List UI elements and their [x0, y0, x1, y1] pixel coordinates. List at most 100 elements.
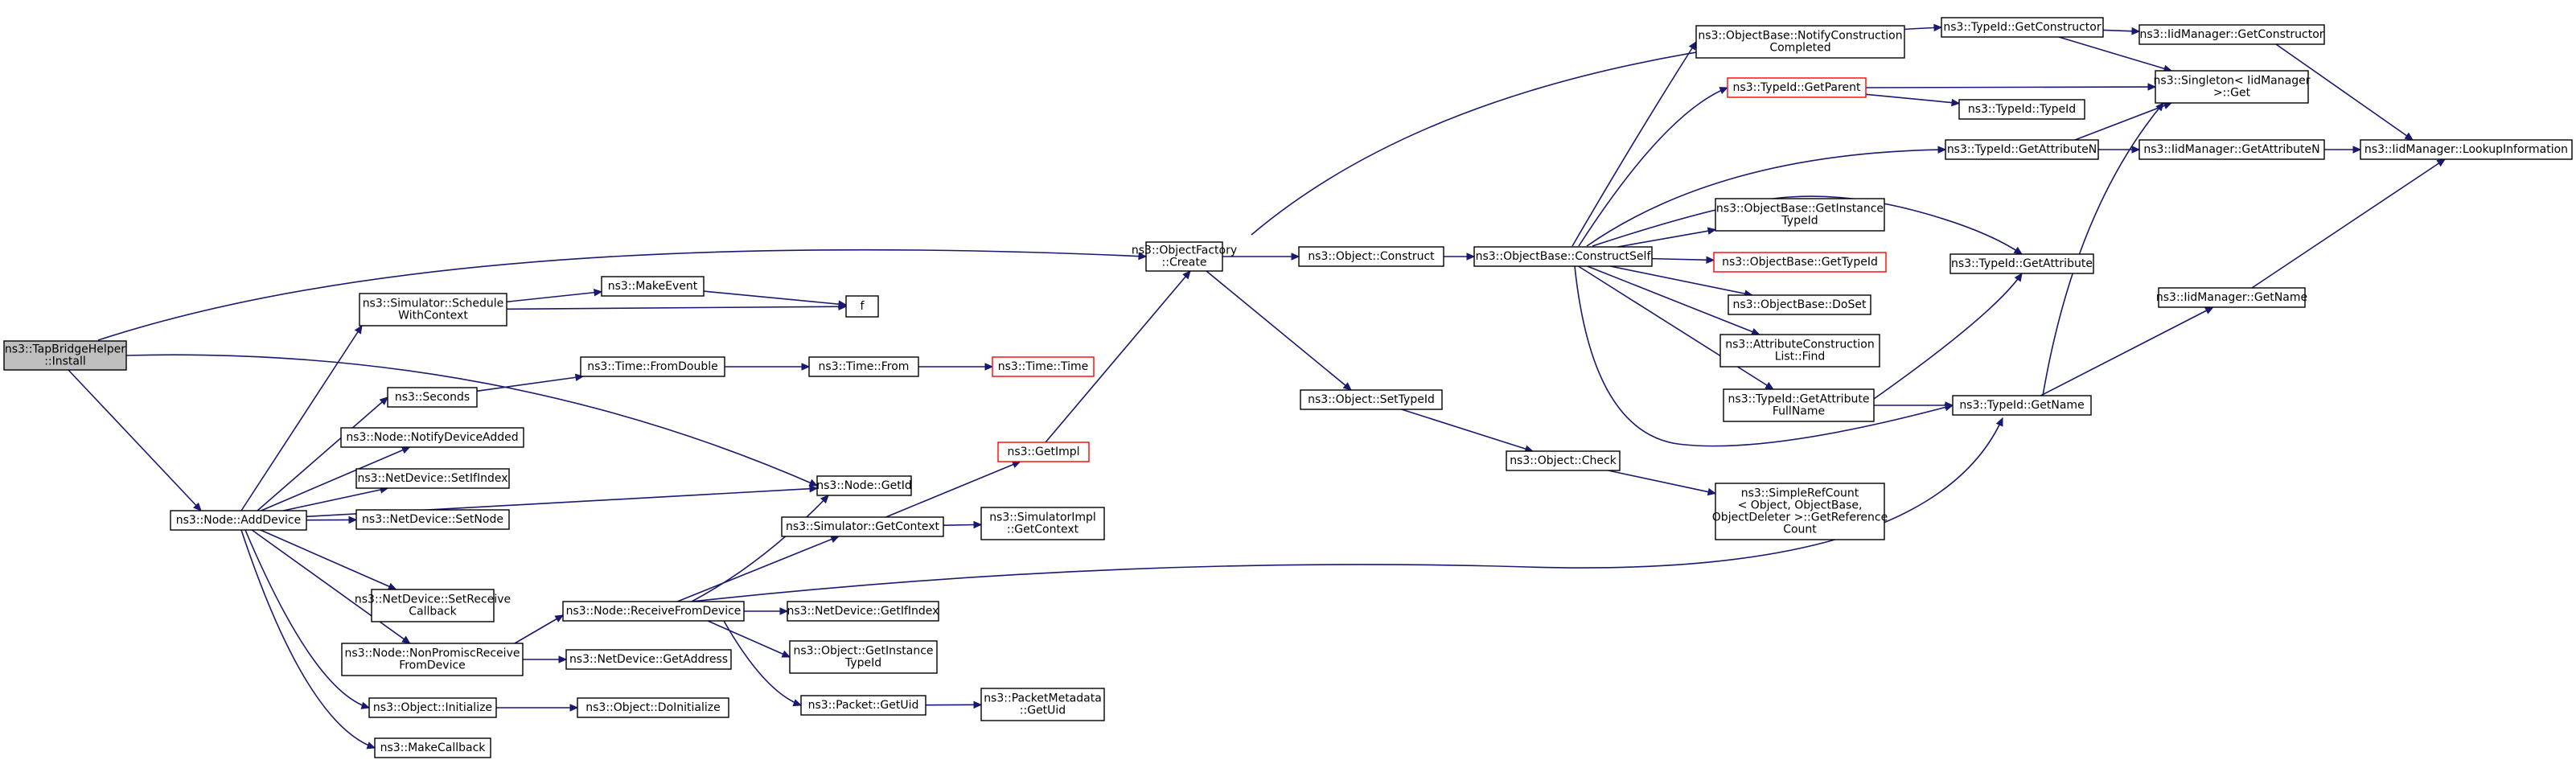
node-box — [1695, 25, 1905, 59]
node-pktuid[interactable]: ns3::Packet::GetUid — [800, 695, 926, 716]
node-lookup[interactable]: ns3::IidManager::LookupInformation — [2360, 139, 2573, 160]
node-box — [170, 510, 307, 531]
edge-nonpromisc-to-getaddress — [523, 655, 568, 663]
node-box — [341, 643, 524, 676]
node-box — [371, 589, 495, 622]
node-notifyconst[interactable]: ns3::ObjectBase::NotifyConstructionCompl… — [1695, 25, 1905, 59]
node-constructself[interactable]: ns3::ObjectBase::ConstructSelf — [1473, 246, 1653, 267]
edge-constructself-to-notifyconst — [1571, 40, 1697, 247]
edge-line — [1045, 270, 1191, 443]
node-label: TypeId — [1781, 215, 1818, 228]
edge-line — [1610, 265, 1752, 296]
arrowhead-icon — [2131, 27, 2141, 35]
node-getaddress[interactable]: ns3::NetDevice::GetAddress — [565, 649, 732, 670]
node-iidgetctor[interactable]: ns3::IidManager::GetConstructor — [2138, 24, 2325, 45]
edge-iidgetattrn-to-lookup — [2324, 146, 2362, 154]
node-label: ns3::Node::AddDevice — [176, 514, 301, 527]
node-notifydev[interactable]: ns3::Node::NotifyDeviceAdded — [340, 427, 524, 448]
function-nodes: ns3::TapBridgeHelper::Installns3::Object… — [3, 17, 2573, 758]
node-doset[interactable]: ns3::ObjectBase::DoSet — [1728, 294, 1871, 315]
node-getattrn[interactable]: ns3::TypeId::GetAttributeN — [1945, 139, 2099, 160]
node-box — [1949, 253, 2094, 274]
node-box — [1727, 77, 1867, 98]
node-label: f — [861, 300, 865, 313]
node-getattr[interactable]: ns3::TypeId::GetAttribute — [1949, 253, 2094, 274]
node-box — [355, 509, 510, 530]
edge-line — [1865, 93, 1960, 105]
edge-getattrn-to-iidgetattrn — [2098, 146, 2141, 154]
node-adddevice[interactable]: ns3::Node::AddDevice — [170, 510, 307, 531]
node-refcount[interactable]: ns3::SimpleRefCount< Object, ObjectBase,… — [1712, 483, 1888, 540]
arrowhead-icon — [2147, 83, 2157, 91]
edge-constructself-to-getattr — [1592, 195, 2023, 255]
node-doinit[interactable]: ns3::Object::DoInitialize — [577, 697, 729, 718]
node-getconstructor[interactable]: ns3::TypeId::GetConstructor — [1941, 17, 2104, 38]
node-nodegetid[interactable]: ns3::Node::GetId — [816, 475, 912, 496]
edge-constructself-to-getattrn — [1586, 146, 1947, 247]
node-getname[interactable]: ns3::TypeId::GetName — [1952, 395, 2092, 416]
node-pmuid[interactable]: ns3::PacketMetadata::GetUid — [980, 688, 1105, 721]
arrowhead-icon — [1707, 487, 1717, 496]
node-box — [1728, 294, 1871, 315]
node-f[interactable]: f — [845, 295, 879, 318]
node-recvfromdev[interactable]: ns3::Node::ReceiveFromDevice — [562, 601, 745, 622]
node-box — [601, 276, 705, 297]
node-setifindex[interactable]: ns3::NetDevice::SetIfIndex — [355, 468, 510, 489]
node-iidgetname[interactable]: ns3::IidManager::GetName — [2156, 287, 2307, 308]
node-timetime[interactable]: ns3::Time::Time — [992, 356, 1095, 377]
node-seconds[interactable]: ns3::Seconds — [387, 387, 478, 408]
node-box — [2138, 139, 2325, 160]
edge-getattrfull-to-getattr — [1873, 272, 2023, 400]
node-install[interactable]: ns3::TapBridgeHelper::Install — [3, 340, 127, 371]
node-settypeid[interactable]: ns3::Object::SetTypeId — [1300, 389, 1443, 410]
node-getparent[interactable]: ns3::TypeId::GetParent — [1727, 77, 1867, 98]
node-simgetctx[interactable]: ns3::Simulator::GetContext — [781, 516, 944, 537]
node-box — [562, 601, 745, 622]
node-label: ObjectDeleter >::GetReference — [1712, 511, 1888, 524]
node-singleton[interactable]: ns3::Singleton< IidManager>::Get — [2154, 70, 2311, 104]
edge-line — [2058, 36, 2172, 72]
node-objconstruct[interactable]: ns3::Object::Construct — [1298, 246, 1444, 267]
edge-getname-to-iidgetname — [2040, 306, 2214, 396]
arrowhead-icon — [1688, 40, 1697, 51]
node-objinit[interactable]: ns3::Object::Initialize — [368, 697, 497, 718]
node-makeevent[interactable]: ns3::MakeEvent — [601, 276, 705, 297]
node-typeidtypeid[interactable]: ns3::TypeId::TypeId — [1958, 99, 2085, 120]
edge-line — [514, 614, 564, 644]
node-label: FullName — [1773, 405, 1825, 418]
node-objcheck[interactable]: ns3::Object::Check — [1506, 450, 1621, 471]
arrowhead-icon — [366, 741, 376, 750]
node-box — [992, 356, 1095, 377]
arrowhead-icon — [792, 699, 803, 707]
node-label: ns3::TypeId::GetAttribute — [1728, 393, 1870, 406]
node-ofcreate[interactable]: ns3::ObjectFactory::Create — [1132, 241, 1237, 272]
edge-getparent-to-typeidtypeid — [1865, 93, 1961, 107]
node-label: ns3::ObjectBase::NotifyConstruction — [1698, 30, 1902, 43]
edge-line — [476, 376, 584, 392]
node-box — [789, 640, 938, 674]
node-box — [1298, 246, 1444, 267]
node-box — [1941, 17, 2104, 38]
node-implgetctx[interactable]: ns3::SimulatorImpl::GetContext — [980, 507, 1105, 540]
edge-line — [2040, 306, 2213, 396]
arrowhead-icon — [2436, 158, 2447, 167]
node-setnode[interactable]: ns3::NetDevice::SetNode — [355, 509, 510, 530]
node-label: ns3::Object::Construct — [1308, 250, 1435, 263]
node-obgettid[interactable]: ns3::ObjectBase::GetTypeId — [1713, 252, 1887, 273]
node-getifindex[interactable]: ns3::NetDevice::GetIfIndex — [787, 601, 939, 622]
edge-line — [1592, 195, 2023, 255]
node-iidgetattrn[interactable]: ns3::IidManager::GetAttributeN — [2138, 139, 2325, 160]
node-fromdouble[interactable]: ns3::Time::FromDouble — [580, 356, 725, 377]
arrowhead-icon — [2404, 132, 2414, 141]
node-getimpl[interactable]: ns3::GetImpl — [997, 442, 1090, 462]
node-makecb[interactable]: ns3::MakeCallback — [374, 737, 491, 758]
node-box — [1300, 389, 1443, 410]
node-timefrom[interactable]: ns3::Time::From — [808, 356, 919, 377]
